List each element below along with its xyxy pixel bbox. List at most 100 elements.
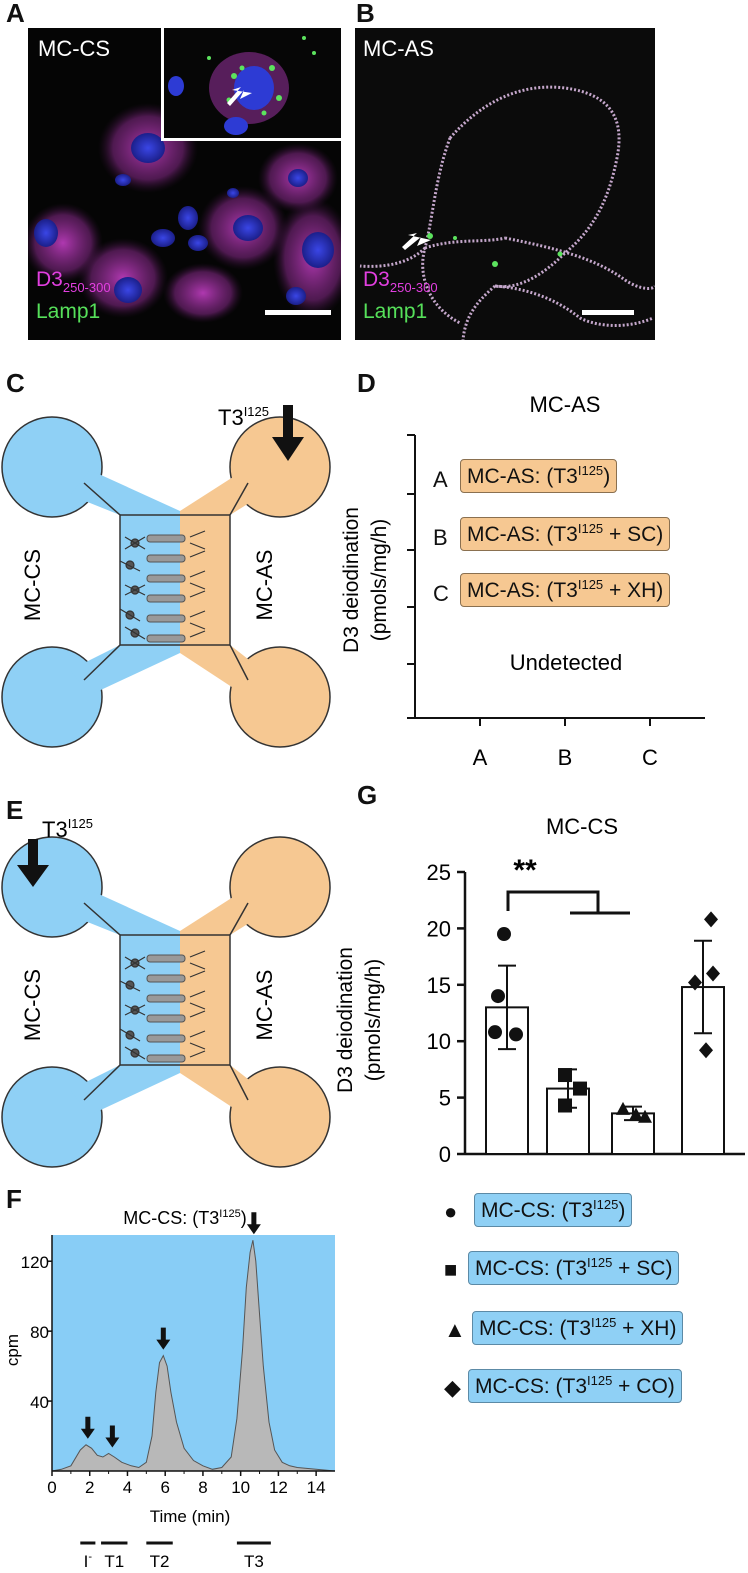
data-point — [497, 927, 511, 942]
chart-f-xlabel: Time (min) — [150, 1507, 231, 1526]
panel-letter-d: D — [357, 368, 376, 398]
chamber-label-cs: MC-CS — [20, 549, 45, 621]
scale-bar — [582, 310, 634, 315]
micro-label-mc-cs: MC-CS — [38, 36, 111, 61]
y-tick-label: 5 — [439, 1086, 451, 1111]
chart-g-ylabel-2: (pmols/mg/h) — [362, 959, 385, 1082]
micrograph-mc-cs-image — [28, 103, 341, 323]
legend-key-c: C — [433, 581, 449, 606]
x-tick-label: 10 — [231, 1478, 250, 1497]
stain-legend-b: D3250-300 Lamp1 — [363, 268, 438, 324]
stain-lamp1-label: Lamp1 — [36, 300, 101, 323]
micrograph-mc-as-image — [359, 85, 655, 340]
data-point — [629, 1107, 643, 1121]
chart-d-title: MC-AS — [530, 392, 601, 417]
legend-item-co: MC-CS: (T3I125 + CO) — [468, 1369, 682, 1403]
peak-arrow-icon — [105, 1425, 120, 1448]
legend-item-sc: MC-CS: (T3I125 + SC) — [468, 1251, 680, 1285]
fraction-label: T3 — [244, 1552, 264, 1571]
device-diagram-e: MC-CS MC-AS T3I125 — [1, 816, 331, 1168]
data-point — [706, 965, 720, 982]
data-point — [509, 1027, 523, 1042]
legend-item-c: MC-AS: (T3I125 + XH) — [460, 573, 671, 607]
data-point — [638, 1109, 652, 1123]
data-point — [573, 1081, 587, 1096]
x-tick-label: 2 — [85, 1478, 94, 1497]
panel-letter-g: G — [357, 780, 378, 810]
chart-d-ylabel-2: (pmols/mg/h) — [368, 519, 391, 642]
inset-image — [168, 36, 316, 135]
y-tick-label: 120 — [21, 1253, 49, 1272]
y-tick-label: 80 — [30, 1323, 49, 1342]
micro-label-mc-as: MC-AS — [363, 36, 434, 61]
chart-f-title: MC-CS: (T3I125) — [123, 1208, 246, 1228]
x-tick-label: 8 — [198, 1478, 207, 1497]
x-tick-label: 6 — [160, 1478, 169, 1497]
stain-d3-sub: 250-300 — [62, 280, 111, 295]
data-point — [688, 974, 702, 991]
data-point — [699, 1042, 713, 1059]
legend-circle-icon: ● — [444, 1199, 458, 1224]
legend-triangle-icon: ▲ — [444, 1317, 466, 1342]
legend-key-a: A — [433, 467, 448, 492]
legend-diamond-icon: ◆ — [444, 1375, 461, 1400]
data-point — [616, 1101, 630, 1115]
micrograph-mc-as: MC-AS D3250-300 Lamp1 — [355, 28, 655, 340]
arrow-down-icon — [17, 839, 49, 887]
bar — [681, 986, 725, 1155]
y-tick-label: 20 — [427, 916, 451, 941]
chart-g-title: MC-CS — [546, 814, 618, 839]
chart-d-ylabel-1: D3 deiodination — [340, 507, 363, 653]
y-tick-label: 15 — [427, 973, 451, 998]
legend-key-b: B — [433, 525, 448, 550]
panel-letter-b: B — [356, 0, 375, 28]
x-tick-label: C — [642, 745, 658, 770]
chart-d-y-ticks — [407, 434, 415, 719]
chamber-label-as: MC-AS — [252, 970, 277, 1041]
data-point — [558, 1068, 572, 1083]
chromatogram-area — [51, 1240, 336, 1472]
tracer-label: T3I125 — [42, 816, 93, 842]
fraction-label: T2 — [150, 1552, 170, 1571]
stain-legend-a: D3250-300 Lamp1 — [36, 268, 111, 324]
micrograph-mc-cs: MC-CS D3250-300 Lamp1 — [28, 28, 341, 340]
x-tick-label: 4 — [123, 1478, 132, 1497]
stain-d3-label: D3 — [36, 268, 63, 291]
arrow-down-icon — [272, 405, 304, 461]
y-tick-label: 10 — [427, 1029, 451, 1054]
chart-f-ylabel: cpm — [3, 1334, 22, 1366]
x-tick-label: A — [473, 745, 488, 770]
data-point — [488, 1025, 502, 1040]
legend-item-control: MC-CS: (T3I125) — [474, 1193, 633, 1227]
peak-arrow-icon — [246, 1212, 261, 1235]
x-tick-label: 12 — [269, 1478, 288, 1497]
chart-g-significance-bracket — [506, 890, 630, 915]
peak-arrow-icon — [80, 1416, 95, 1439]
chart-g: MC-CS D3 deiodination (pmols/mg/h) 05101… — [334, 814, 745, 1167]
panel-letter-f: F — [6, 1184, 22, 1214]
data-point — [704, 911, 718, 928]
panel-letter-a: A — [6, 0, 25, 28]
chamber-label-cs: MC-CS — [20, 969, 45, 1041]
legend-item-xh: MC-CS: (T3I125 + XH) — [472, 1311, 684, 1345]
legend-square-icon: ■ — [444, 1257, 458, 1282]
inset-frame — [161, 28, 341, 141]
data-point — [491, 989, 505, 1004]
chart-g-significance: ** — [513, 854, 537, 887]
arrow-icon — [402, 233, 431, 250]
stain-d3-sub: 250-300 — [389, 280, 438, 295]
y-tick-label: 25 — [427, 860, 451, 885]
device-diagram-c: MC-CS MC-AS T3I125 — [1, 404, 331, 748]
panel-letter-e: E — [6, 795, 24, 825]
stain-d3-label: D3 — [363, 268, 390, 291]
chamber-label-as: MC-AS — [252, 550, 277, 621]
fraction-label: I- — [84, 1551, 93, 1571]
data-point — [558, 1098, 572, 1113]
panel-letter-c: C — [6, 368, 25, 398]
legend-item-a: MC-AS: (T3I125) — [460, 459, 618, 493]
